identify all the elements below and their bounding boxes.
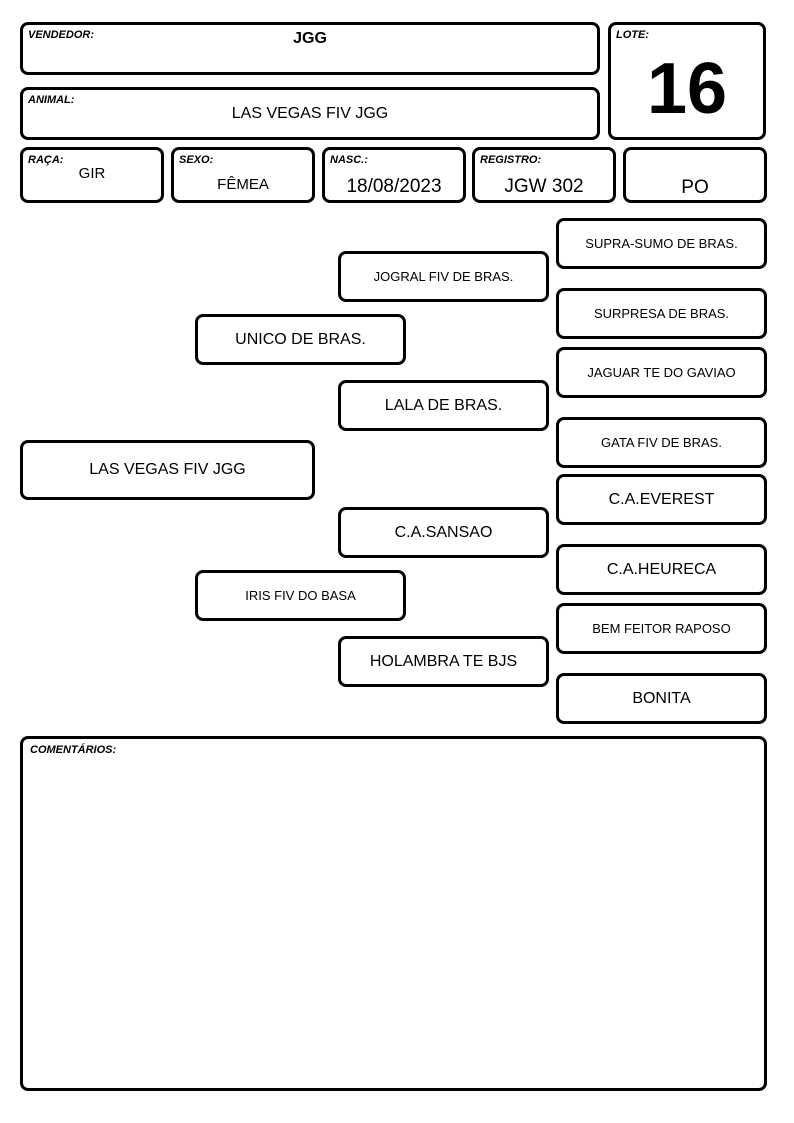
pedigree-gg-2: SURPRESA DE BRAS.	[556, 288, 767, 339]
comments-box: COMENTÁRIOS:	[20, 736, 767, 1091]
pedigree-gg-8: BONITA	[556, 673, 767, 724]
pedigree-dam: IRIS FIV DO BASA	[195, 570, 406, 621]
pedigree-sire-sire: JOGRAL FIV DE BRAS.	[338, 251, 549, 302]
pedigree-gg-5: C.A.EVEREST	[556, 474, 767, 525]
pedigree-animal: LAS VEGAS FIV JGG	[20, 440, 315, 500]
animal-value: LAS VEGAS FIV JGG	[231, 105, 389, 122]
vendedor-box: VENDEDOR: JGG	[20, 22, 600, 75]
animal-label: ANIMAL:	[28, 94, 75, 106]
raca-label: RAÇA:	[28, 154, 64, 166]
vendedor-label: VENDEDOR:	[28, 29, 95, 41]
lote-box: LOTE: 16	[608, 22, 766, 140]
lote-label: LOTE:	[616, 29, 649, 41]
registro-value: JGW 302	[504, 176, 584, 197]
pedigree-sire-dam: LALA DE BRAS.	[338, 380, 549, 431]
pedigree-gg-1: SUPRA-SUMO DE BRAS.	[556, 218, 767, 269]
lote-value: 16	[646, 49, 728, 129]
raca-value: GIR	[78, 165, 106, 182]
pedigree-dam-sire: C.A.SANSAO	[338, 507, 549, 558]
comments-label: COMENTÁRIOS:	[30, 744, 117, 756]
pedigree-sire: UNICO DE BRAS.	[195, 314, 406, 365]
registro-label: REGISTRO:	[480, 154, 542, 166]
nasc-value: 18/08/2023	[346, 176, 442, 197]
pedigree-gg-6: C.A.HEURECA	[556, 544, 767, 595]
tipo-box: PO	[623, 147, 767, 203]
pedigree-gg-4: GATA FIV DE BRAS.	[556, 417, 767, 468]
sexo-box: SEXO: FÊMEA	[171, 147, 315, 203]
sexo-label: SEXO:	[179, 154, 214, 166]
registro-box: REGISTRO: JGW 302	[472, 147, 616, 203]
pedigree-gg-7: BEM FEITOR RAPOSO	[556, 603, 767, 654]
pedigree-gg-3: JAGUAR TE DO GAVIAO	[556, 347, 767, 398]
nasc-label: NASC.:	[330, 154, 368, 166]
tipo-value: PO	[681, 177, 709, 198]
nasc-box: NASC.: 18/08/2023	[322, 147, 466, 203]
sexo-value: FÊMEA	[217, 176, 269, 193]
pedigree-dam-dam: HOLAMBRA TE BJS	[338, 636, 549, 687]
animal-box: ANIMAL: LAS VEGAS FIV JGG	[20, 87, 600, 140]
raca-box: RAÇA: GIR	[20, 147, 164, 203]
vendedor-value: JGG	[293, 30, 327, 47]
